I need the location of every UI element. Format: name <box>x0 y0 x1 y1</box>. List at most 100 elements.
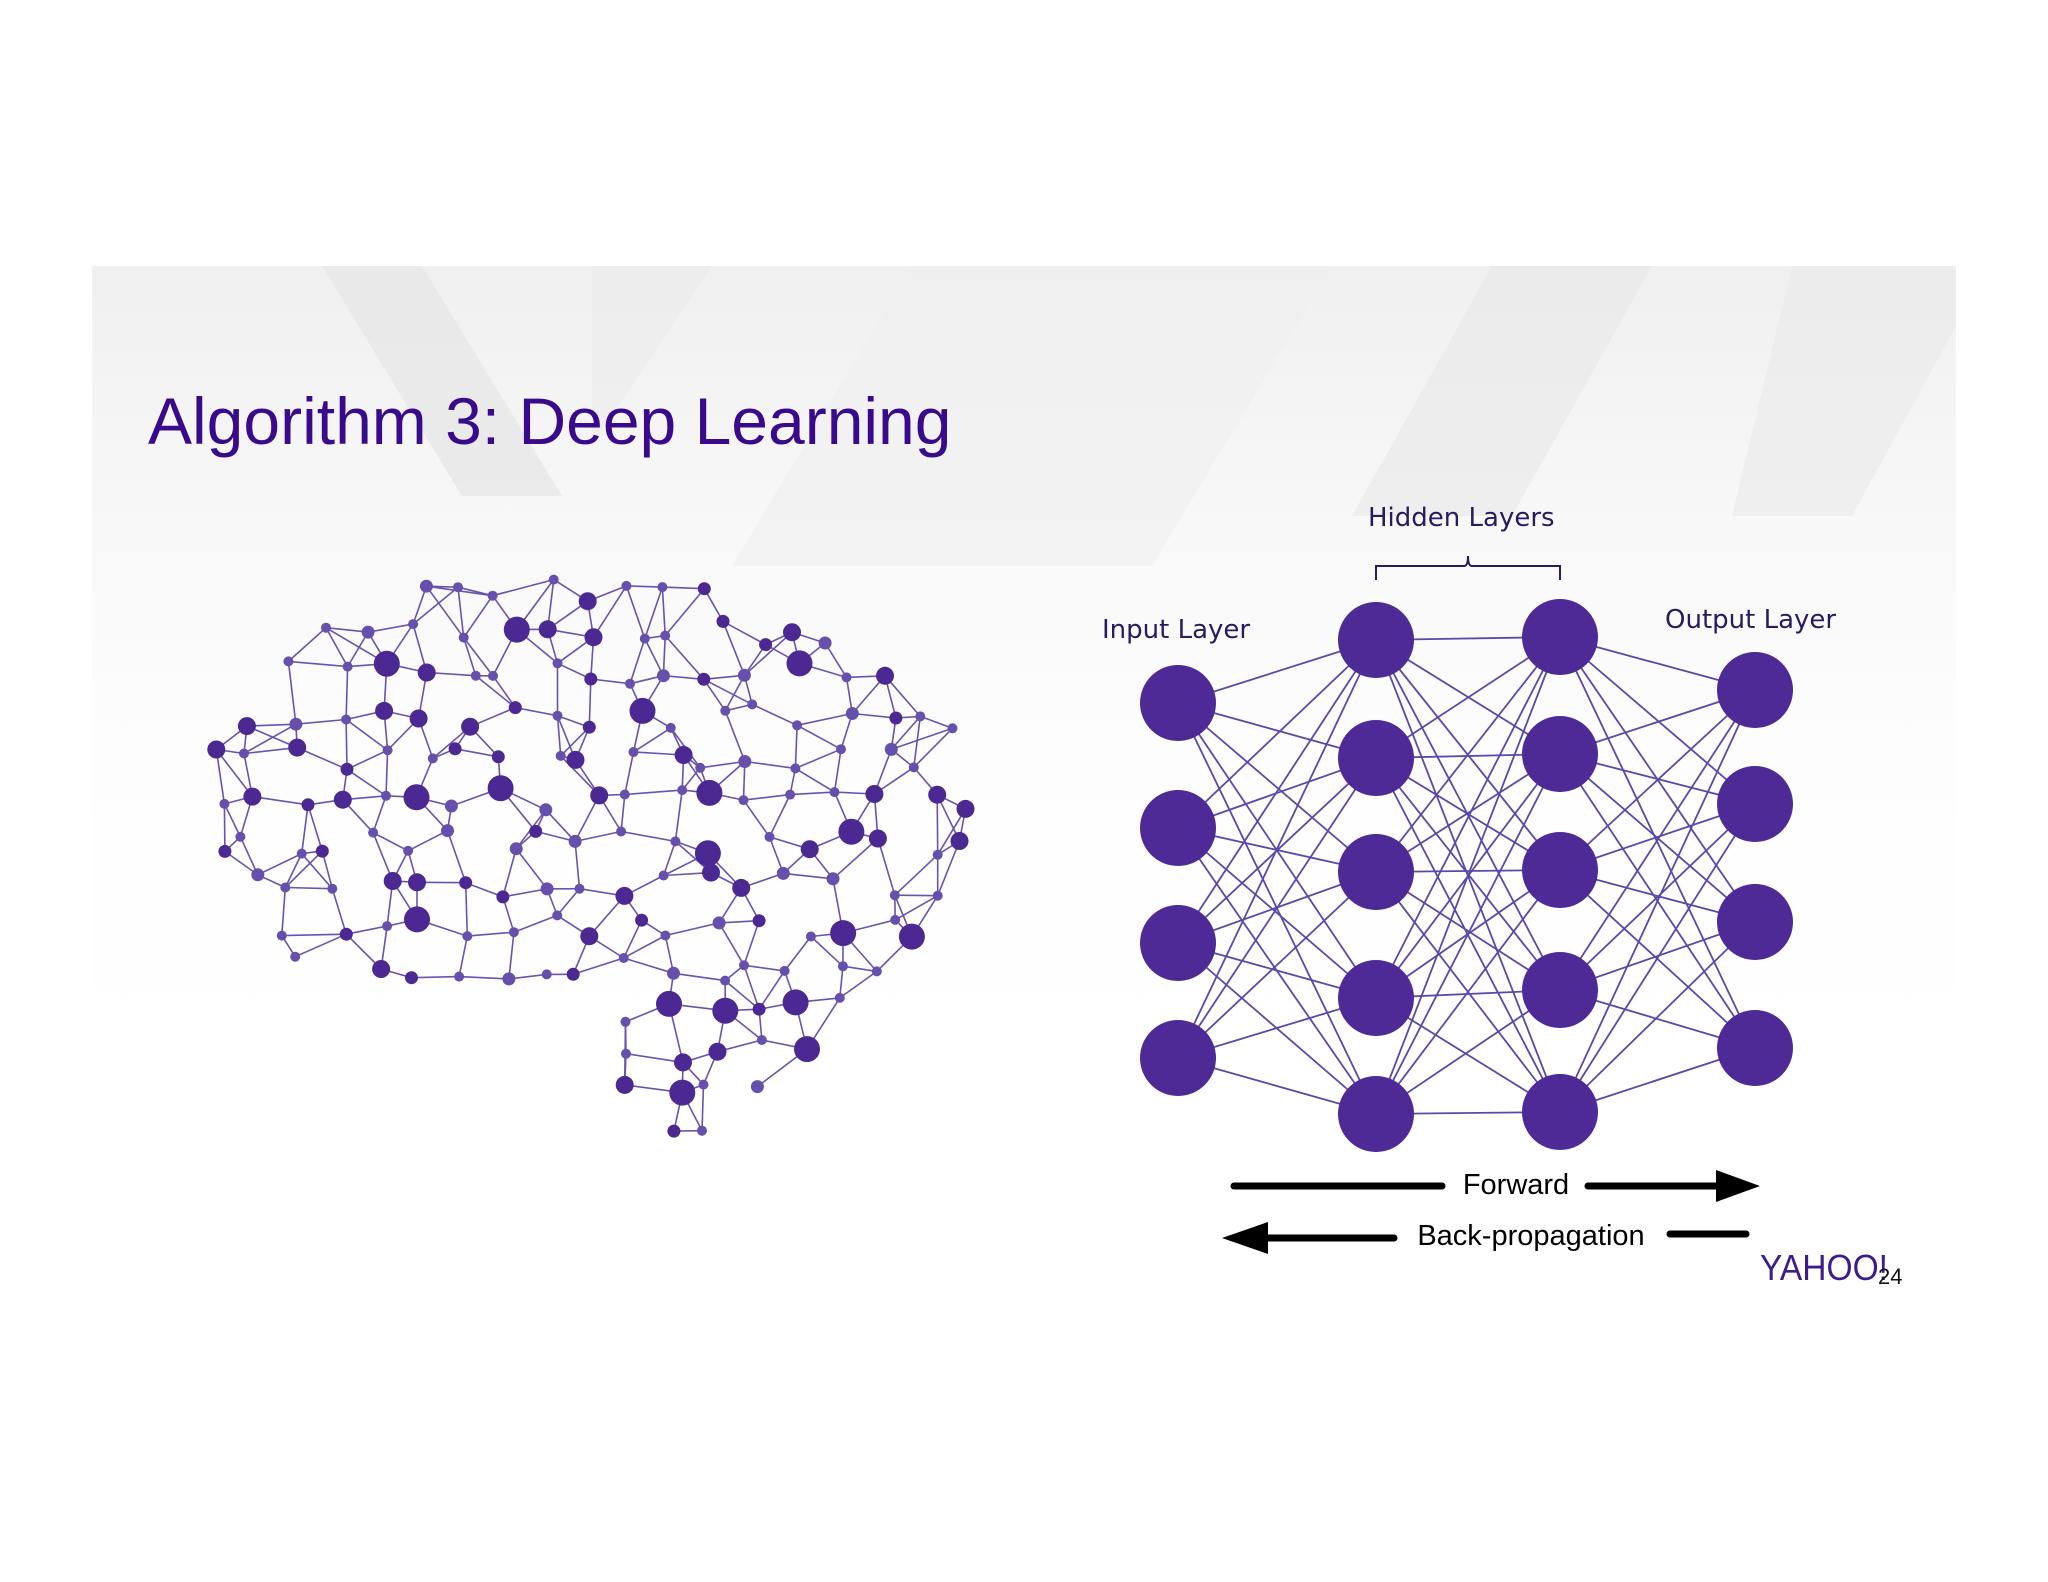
network-nodes <box>1140 599 1793 1152</box>
brain-connection <box>243 723 297 755</box>
background-decoration <box>322 266 1956 566</box>
brain-connection <box>372 795 387 833</box>
brain-node <box>871 966 882 977</box>
brain-connection <box>662 841 677 876</box>
brain-connection <box>894 854 939 896</box>
network-connection <box>1559 689 1756 1113</box>
brain-connection <box>629 638 646 684</box>
brain-node <box>764 831 775 842</box>
brain-node <box>696 779 723 806</box>
brain-connection <box>742 799 771 838</box>
brain-node <box>618 953 629 963</box>
brain-connection <box>790 791 835 796</box>
hidden-node <box>1522 952 1598 1028</box>
brain-node <box>779 965 790 976</box>
brain-node <box>620 1016 631 1027</box>
brain-connection <box>385 750 389 796</box>
brain-node <box>836 744 846 755</box>
brain-node <box>834 992 845 1003</box>
brain-node <box>539 803 553 817</box>
brain-nodes <box>207 574 975 1138</box>
brain-connection <box>624 751 635 795</box>
yahoo-logo: YAHOO! <box>1760 1247 1888 1288</box>
brain-node <box>752 914 766 928</box>
hidden-layers-label: Hidden Layers <box>1368 503 1555 533</box>
brain-node <box>296 848 307 859</box>
forward-label: Forward <box>1463 1169 1569 1201</box>
brain-connection <box>502 848 517 898</box>
brain-connection <box>285 886 333 890</box>
brain-node <box>459 876 473 890</box>
brain-connection <box>463 595 494 639</box>
brain-node <box>841 672 852 683</box>
brain-node <box>697 582 711 596</box>
brain-node <box>470 670 481 681</box>
hidden-node <box>1522 832 1598 908</box>
brain-node <box>865 785 884 803</box>
brain-connection <box>284 850 323 889</box>
brain-node <box>790 763 801 774</box>
brain-node <box>947 723 958 734</box>
brain-connection <box>783 872 834 880</box>
brain-node <box>739 960 749 971</box>
brain-node <box>448 742 462 756</box>
brain-node <box>616 826 627 837</box>
brain-connection <box>703 674 745 681</box>
brain-connection <box>465 881 504 898</box>
brain-connection <box>703 678 753 706</box>
brain-connection <box>623 957 674 975</box>
network-connection <box>1177 871 1377 1059</box>
brain-connection <box>794 725 798 769</box>
brain-node <box>582 720 596 734</box>
brain-node <box>487 775 514 802</box>
brain-node <box>487 590 498 601</box>
brain-connection <box>701 1084 705 1131</box>
brain-node <box>288 738 307 757</box>
brain-node <box>503 616 530 643</box>
brain-connection <box>751 703 798 727</box>
brain-node <box>635 913 649 927</box>
brain-connection <box>626 585 663 588</box>
brain-connection <box>215 749 226 805</box>
brain-node <box>491 750 505 764</box>
brain-node <box>237 717 256 736</box>
brain-node <box>321 622 331 633</box>
brain-node <box>382 921 393 932</box>
brain-node <box>427 753 438 764</box>
brain-node <box>458 632 469 643</box>
brain-connection <box>407 829 448 852</box>
brain-node <box>207 740 226 759</box>
brain-node <box>574 883 585 894</box>
brain-connection <box>367 623 414 633</box>
brain-node <box>868 829 887 848</box>
brain-connection <box>673 972 726 982</box>
brain-node <box>342 661 353 672</box>
brain-node <box>373 650 400 677</box>
brain-connection <box>622 919 643 959</box>
brain-node <box>540 882 554 896</box>
brain-connection <box>662 635 666 676</box>
brain-node <box>786 650 813 677</box>
network-connection <box>1559 803 1756 1113</box>
brain-connection <box>913 727 954 768</box>
brain-node <box>301 798 315 812</box>
brain-node <box>584 628 603 647</box>
network-connection <box>1559 753 1756 923</box>
brain-connection <box>462 637 477 676</box>
brain-connection <box>294 933 347 958</box>
brain-node <box>737 668 751 682</box>
brain-node <box>794 1036 820 1063</box>
brain-node <box>508 701 522 715</box>
brain-node <box>552 658 563 669</box>
brain-node <box>752 1002 766 1016</box>
brain-connection <box>743 965 760 1010</box>
hidden-node <box>1338 720 1414 796</box>
brain-node <box>698 1079 709 1090</box>
brain-connection <box>454 748 499 758</box>
brain-node <box>830 920 857 947</box>
hidden-node <box>1522 716 1598 792</box>
brain-connection <box>325 627 349 667</box>
network-connection <box>1375 636 1561 1115</box>
hidden-node <box>1338 834 1414 910</box>
brain-connection <box>446 830 467 883</box>
